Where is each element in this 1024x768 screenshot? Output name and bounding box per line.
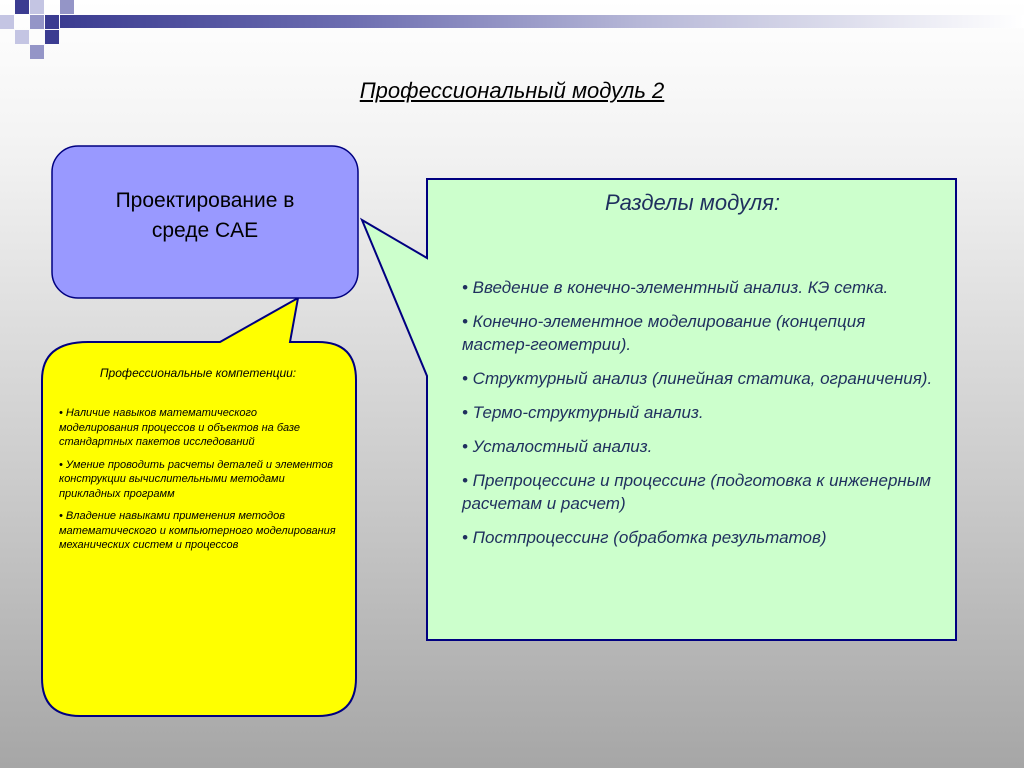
decor-square-mid — [30, 45, 44, 59]
sections-heading: Разделы модуля: — [604, 190, 781, 215]
module-name-line2: среде CAE — [151, 219, 259, 242]
page-title: Профессиональный модуль 2 — [359, 78, 665, 103]
competency-item: • Умение проводить расчеты деталей и эле… — [59, 458, 334, 500]
section-item: • Структурный анализ (линейная статика, … — [462, 369, 933, 388]
decor-square-mid — [60, 0, 74, 14]
decor-square-dark — [45, 15, 59, 29]
competencies-callout — [41, 296, 357, 717]
competencies-panel: Профессиональные компетенции: • Наличие … — [52, 366, 344, 561]
competency-item: • Владение навыками применения методов м… — [59, 510, 336, 551]
decor-square-mid — [30, 15, 44, 29]
section-item: • Конечно-элементное моделирование (конц… — [462, 312, 866, 354]
section-item: • Препроцессинг и процессинг (подготовка… — [462, 471, 931, 513]
decor-square-light — [30, 0, 44, 14]
decor-square-dark — [15, 0, 29, 14]
section-item: • Введение в конечно-элементный анализ. … — [462, 278, 889, 297]
module-box — [51, 145, 359, 299]
section-item: • Усталостный анализ. — [462, 437, 653, 456]
competency-item: • Наличие навыков математического модели… — [59, 407, 300, 448]
module-name-line1: Проектирование в — [115, 189, 295, 212]
decor-square-light — [0, 15, 14, 29]
decor-square-light — [15, 30, 29, 44]
decor-header-bar — [60, 15, 1024, 28]
sections-callout — [359, 178, 957, 641]
module-name: Проектирование в среде CAE — [60, 186, 350, 246]
section-item: • Термо-структурный анализ. — [462, 403, 704, 422]
section-item: • Постпроцессинг (обработка результатов) — [462, 528, 827, 547]
sections-panel: Разделы модуля: • Введение в конечно-эле… — [440, 190, 945, 560]
decor-square-dark — [45, 30, 59, 44]
competencies-heading: Профессиональные компетенции: — [99, 366, 297, 380]
